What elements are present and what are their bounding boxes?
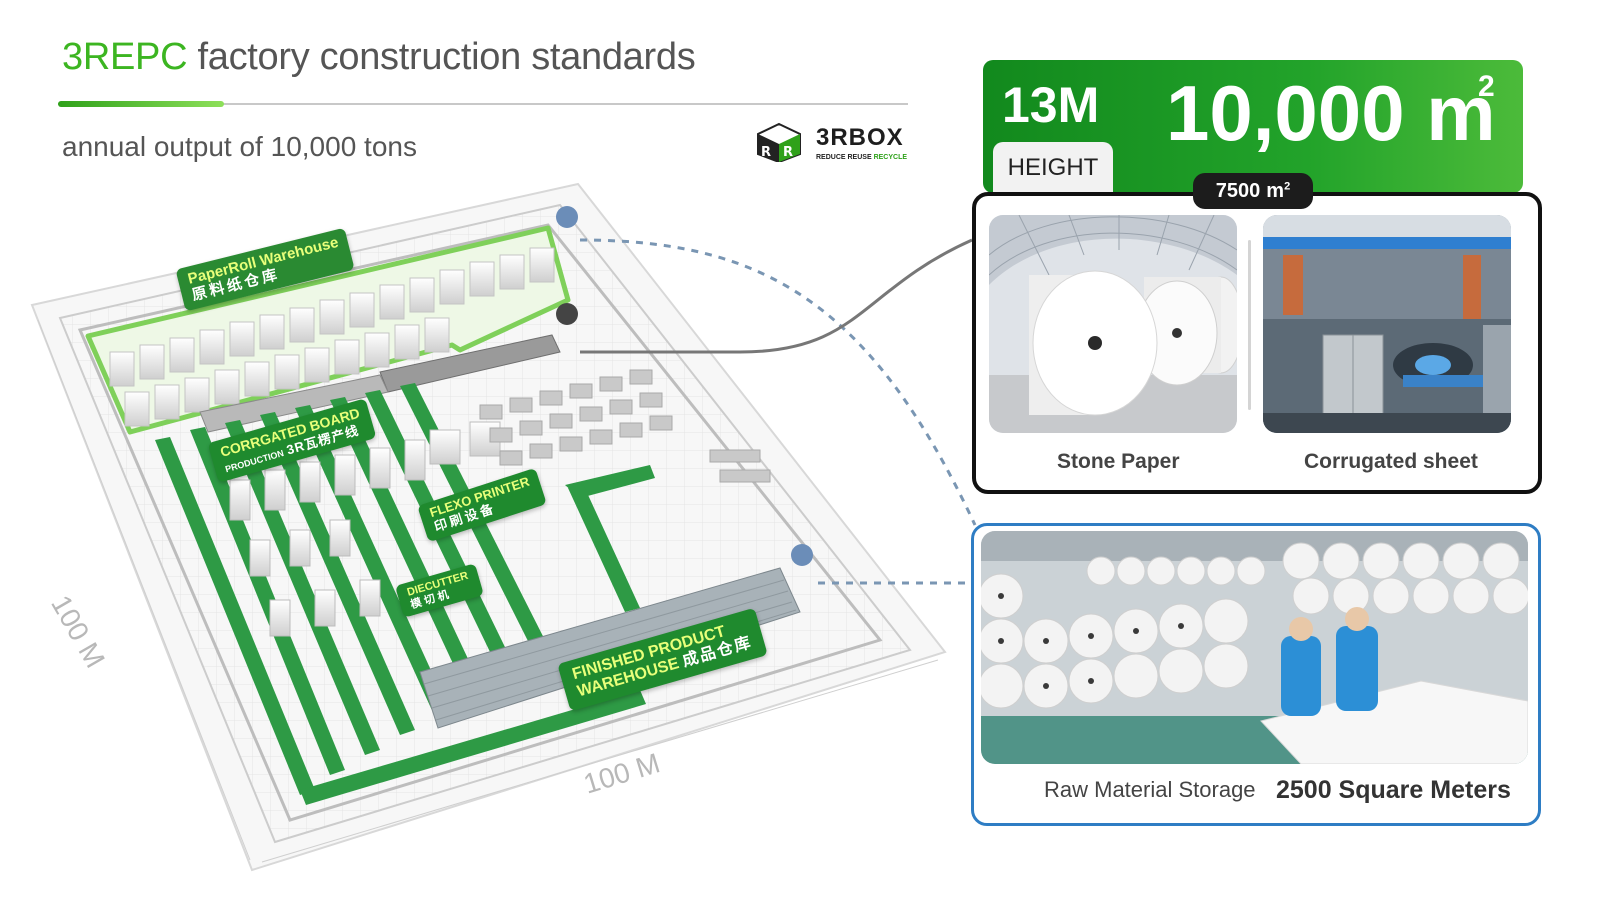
svg-text:R: R [761, 145, 771, 160]
stone-paper-caption: Stone Paper [1057, 450, 1180, 473]
page-subtitle: annual output of 10,000 tons [62, 131, 417, 162]
marker-dot-blue-top [556, 206, 578, 228]
corrugated-machine-illustration [1263, 215, 1511, 433]
paper-roll-stacks [109, 247, 555, 427]
corrugated-sheet-caption: Corrugated sheet [1304, 450, 1478, 473]
brand-logo: R R 3RBOX REDUCE REUSE RECYCLE [756, 122, 916, 166]
svg-text:R: R [783, 145, 793, 160]
height-value: 13M [1002, 77, 1100, 133]
total-area-superscript: 2 [1478, 70, 1495, 103]
stone-paper-photo [989, 215, 1237, 433]
badge-unit: m2 [1266, 180, 1290, 203]
storage-area-value: 2500 Square Meters [1276, 776, 1511, 804]
logo-wordmark: 3RBOX [816, 124, 904, 151]
marker-dot-blue-bottom [791, 544, 813, 566]
machine-grid [479, 369, 771, 483]
carton-stacks [229, 421, 501, 637]
logo-tagline-dark: REDUCE REUSE [816, 154, 874, 161]
total-area-value: 10,000 m [1166, 69, 1496, 157]
logo-tagline: REDUCE REUSE RECYCLE [816, 154, 907, 161]
title-rest: factory construction standards [187, 36, 696, 78]
badge-value: 7500 [1215, 179, 1261, 202]
production-area-badge: 7500 m2 [1193, 173, 1313, 209]
storage-illustration [981, 531, 1528, 764]
dashed-connector-upper [579, 238, 977, 526]
height-label-tab: HEIGHT [993, 142, 1113, 194]
badge-unit-sup: 2 [1284, 179, 1291, 192]
logo-mark-icon: R R [757, 122, 801, 162]
factory-floor-plan [30, 182, 977, 872]
logo-tagline-green: RECYCLE [873, 154, 908, 161]
raw-material-storage-photo [981, 531, 1528, 764]
photo-divider [1248, 240, 1251, 410]
marker-dot-dark [556, 303, 578, 325]
title-underline-accent [58, 101, 224, 107]
storage-label: Raw Material Storage [1044, 777, 1256, 802]
ruler-ticks [37, 319, 939, 863]
title-accent: 3REPC [62, 36, 188, 78]
corrugated-sheet-photo [1263, 215, 1511, 433]
stone-paper-illustration [989, 215, 1237, 433]
badge-unit-text: m [1266, 179, 1285, 202]
page-title: 3REPC factory construction standards [62, 36, 696, 79]
solid-connector [580, 238, 973, 354]
title-underline [58, 103, 908, 105]
